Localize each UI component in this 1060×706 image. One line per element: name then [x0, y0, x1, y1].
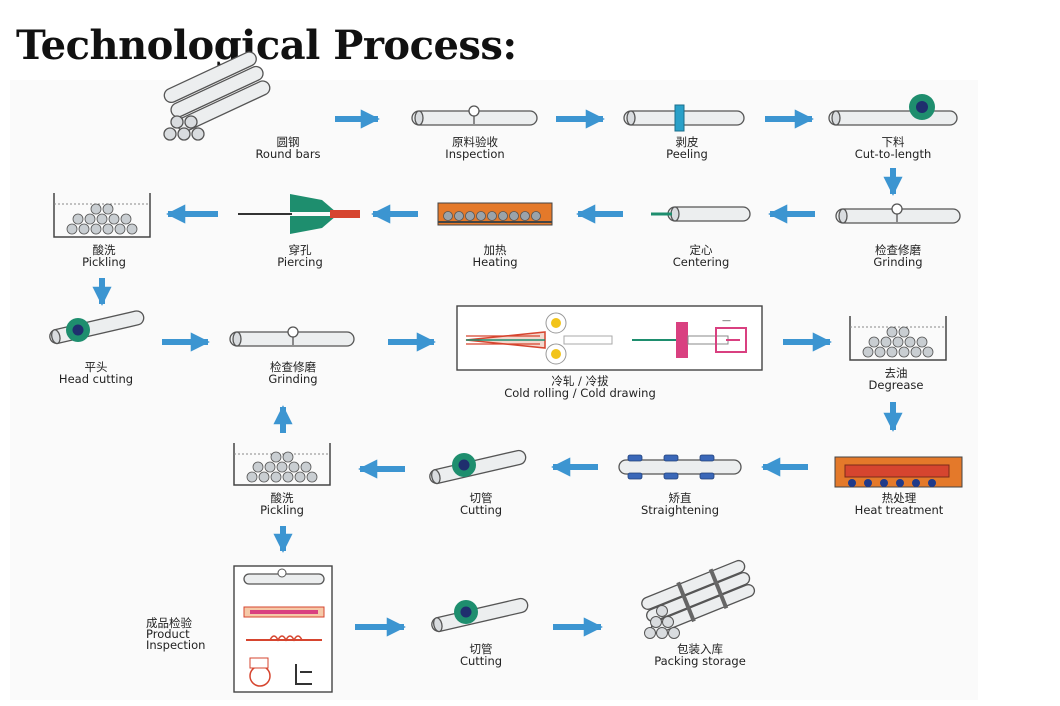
- step-cut-to-length-cn: 下料: [882, 135, 905, 149]
- packing-bundle-icon: [641, 559, 756, 639]
- step-pickling-2-en: Pickling: [260, 503, 304, 517]
- step-inspection-cn: 原料验收: [452, 135, 498, 149]
- svg-text:—: —: [722, 316, 731, 326]
- step-product-inspection-en-1: Product: [146, 627, 190, 641]
- cutting-icon-2: [431, 597, 529, 633]
- step-cutting-2: 切管 Cutting: [431, 597, 529, 668]
- step-cutting-2-cn: 切管: [470, 642, 493, 656]
- step-grinding-1: 检查修磨 Grinding: [835, 203, 961, 269]
- step-straightening-en: Straightening: [641, 503, 719, 517]
- piercing-icon: [238, 194, 360, 234]
- step-inspection: 原料验收 Inspection: [411, 105, 538, 161]
- step-grinding-1-en: Grinding: [873, 255, 922, 269]
- step-centering: 定心 Centering: [651, 206, 751, 269]
- step-degrease: 去油 Degrease: [849, 316, 947, 392]
- peeling-icon: [623, 104, 745, 132]
- heat-treatment-furnace-icon: [834, 456, 963, 488]
- step-peeling-en: Peeling: [666, 147, 708, 161]
- step-inspection-en: Inspection: [445, 147, 504, 161]
- background-panel: [10, 80, 978, 700]
- step-cutting-2-en: Cutting: [460, 654, 502, 668]
- step-straightening-cn: 矫直: [669, 491, 692, 505]
- step-product-inspection: 成品检验 Product Inspection: [146, 565, 333, 693]
- step-product-inspection-en-2: Inspection: [146, 638, 205, 652]
- product-inspection-icon: [233, 565, 333, 693]
- step-grinding-2-cn: 检查修磨: [270, 360, 316, 374]
- step-centering-en: Centering: [673, 255, 730, 269]
- pickling-tank-icon: [53, 193, 151, 238]
- step-piercing: 穿孔 Piercing: [238, 194, 360, 269]
- step-pickling-2-cn: 酸洗: [271, 491, 294, 505]
- page-title: Technological Process:: [16, 22, 517, 69]
- grinding-icon-2: [229, 326, 355, 347]
- inspection-icon: [411, 105, 538, 126]
- step-degrease-en: Degrease: [869, 378, 924, 392]
- step-grinding-2-en: Grinding: [268, 372, 317, 386]
- step-cut-to-length-en: Cut-to-length: [855, 147, 932, 161]
- step-peeling: 剥皮 Peeling: [623, 104, 745, 161]
- head-cutting-icon: [49, 310, 145, 345]
- step-heat-treatment-en: Heat treatment: [855, 503, 944, 517]
- step-heating: 加热 Heating: [437, 202, 553, 269]
- step-centering-cn: 定心: [690, 243, 713, 257]
- step-pickling-1-en: Pickling: [82, 255, 126, 269]
- step-packing-storage-cn: 包装入库: [677, 642, 723, 656]
- step-head-cutting-cn: 平头: [85, 360, 108, 374]
- step-cold-rolling: — 冷轧 / 冷拔 Cold rolling / Cold drawing: [456, 305, 763, 400]
- grinding-icon: [835, 203, 961, 224]
- step-round-bars-cn: 圆钢: [277, 135, 300, 149]
- round-bars-icon: [163, 51, 271, 141]
- step-cold-rolling-en: Cold rolling / Cold drawing: [504, 386, 656, 400]
- step-packing-storage-en: Packing storage: [654, 654, 746, 668]
- step-product-inspection-cn: 成品检验: [146, 616, 192, 630]
- step-heating-cn: 加热: [484, 243, 507, 257]
- step-heat-treatment-cn: 热处理: [882, 491, 917, 505]
- cutting-saw-icon: [828, 94, 958, 126]
- step-cut-to-length: 下料 Cut-to-length: [828, 94, 958, 161]
- step-piercing-cn: 穿孔: [289, 243, 312, 257]
- step-pickling-2: 酸洗 Pickling: [233, 443, 331, 517]
- pickling-tank-icon-2: [233, 443, 331, 486]
- step-head-cutting: 平头 Head cutting: [49, 310, 145, 386]
- step-head-cutting-en: Head cutting: [59, 372, 133, 386]
- step-round-bars-en: Round bars: [255, 147, 320, 161]
- step-degrease-cn: 去油: [885, 366, 908, 380]
- heating-furnace-icon: [437, 202, 553, 226]
- step-cutting-1-en: Cutting: [460, 503, 502, 517]
- centering-icon: [651, 206, 751, 222]
- step-peeling-cn: 剥皮: [676, 135, 699, 149]
- step-heat-treatment: 热处理 Heat treatment: [834, 456, 963, 517]
- step-pickling-1: 酸洗 Pickling: [53, 193, 151, 269]
- step-round-bars: 圆钢 Round bars: [163, 51, 321, 161]
- step-pickling-1-cn: 酸洗: [93, 243, 116, 257]
- step-cutting-1-cn: 切管: [470, 491, 493, 505]
- step-heating-en: Heating: [472, 255, 517, 269]
- straightening-icon: [618, 454, 742, 480]
- cold-rolling-icon: —: [456, 305, 763, 371]
- step-cutting-1: 切管 Cutting: [429, 449, 527, 517]
- step-cold-rolling-cn: 冷轧 / 冷拔: [551, 374, 609, 388]
- step-straightening: 矫直 Straightening: [618, 454, 742, 517]
- degrease-tank-icon: [849, 316, 947, 361]
- cutting-icon: [429, 449, 527, 485]
- step-packing-storage: 包装入库 Packing storage: [641, 559, 756, 668]
- step-grinding-1-cn: 检查修磨: [875, 243, 921, 257]
- step-piercing-en: Piercing: [277, 255, 323, 269]
- step-grinding-2: 检查修磨 Grinding: [229, 326, 355, 386]
